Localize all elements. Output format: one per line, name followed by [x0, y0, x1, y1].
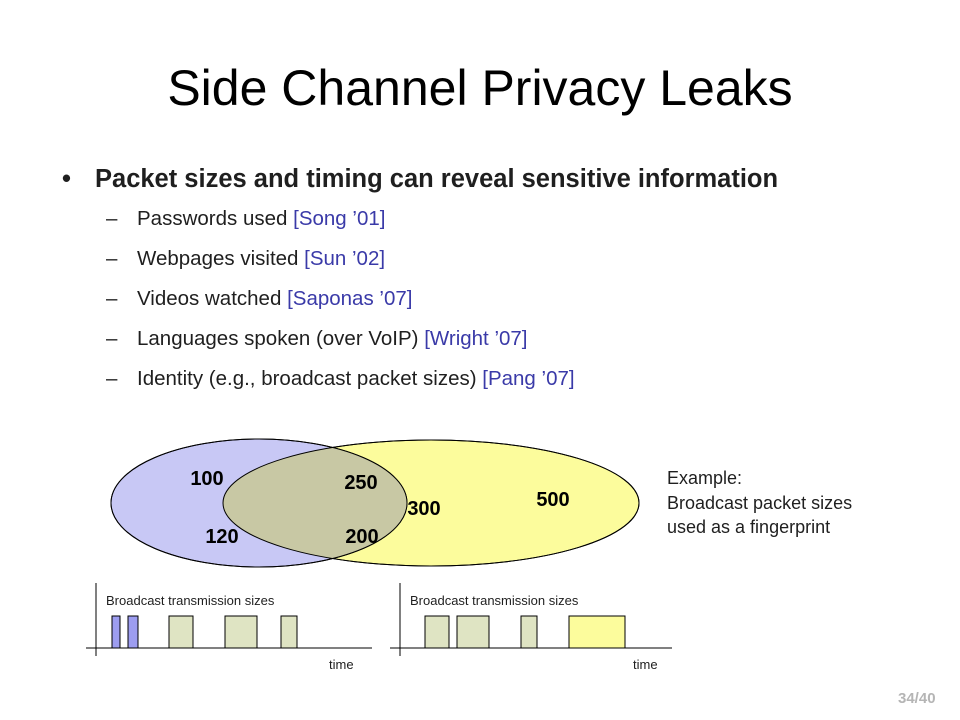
- example-heading: Example:: [667, 468, 743, 488]
- example-note: Example: Broadcast packet sizes used as …: [667, 466, 852, 540]
- slide-number: 34/40: [898, 690, 936, 707]
- packet-bar: [111, 615, 121, 649]
- venn-left-outline: [110, 438, 408, 568]
- packet-bar: [456, 615, 490, 649]
- dash-marker: –: [106, 287, 118, 310]
- timeline-right: Broadcast transmission sizes time: [390, 583, 672, 672]
- sub-bullet-text: Identity (e.g., broadcast packet sizes): [137, 367, 477, 390]
- timeline-left: Broadcast transmission sizes time: [86, 583, 372, 672]
- sub-bullet-text: Languages spoken (over VoIP): [137, 327, 419, 350]
- bullet-marker: •: [62, 165, 71, 193]
- citation: [Song ’01]: [293, 207, 386, 230]
- timeline-label: Broadcast transmission sizes: [410, 593, 579, 608]
- venn-right-outline: [222, 439, 640, 567]
- packet-bar: [127, 615, 139, 649]
- packet-bar: [280, 615, 298, 649]
- venn-value: 100: [190, 468, 223, 490]
- venn-value: 300: [407, 498, 440, 520]
- example-line: used as a fingerprint: [667, 517, 831, 537]
- timeline-time-label: time: [633, 657, 658, 672]
- citation: [Sun ’02]: [304, 247, 386, 270]
- sub-bullet-text: Videos watched: [137, 287, 282, 310]
- packet-bar: [568, 615, 626, 649]
- venn-value: 120: [205, 526, 238, 548]
- sub-bullet-text: Passwords used: [137, 207, 288, 230]
- citation: [Pang ’07]: [482, 367, 575, 390]
- main-bullet-text: Packet sizes and timing can reveal sensi…: [95, 165, 779, 193]
- citation: [Wright ’07]: [424, 327, 528, 350]
- venn-value: 200: [345, 526, 378, 548]
- venn-value: 250: [344, 472, 377, 494]
- timeline-label: Broadcast transmission sizes: [106, 593, 275, 608]
- dash-marker: –: [106, 207, 118, 230]
- timeline-time-label: time: [329, 657, 354, 672]
- citation: [Saponas ’07]: [287, 287, 413, 310]
- venn-overlap-region: [223, 440, 407, 566]
- packet-bar: [224, 615, 258, 649]
- venn-value: 500: [536, 489, 569, 511]
- slide-title: Side Channel Privacy Leaks: [167, 60, 793, 116]
- packet-bar: [168, 615, 194, 649]
- dash-marker: –: [106, 327, 118, 350]
- example-line: Broadcast packet sizes: [667, 492, 853, 513]
- dash-marker: –: [106, 367, 118, 390]
- packet-bar: [424, 615, 450, 649]
- sub-bullet-text: Webpages visited: [137, 247, 299, 270]
- dash-marker: –: [106, 247, 118, 270]
- packet-bar: [520, 615, 538, 649]
